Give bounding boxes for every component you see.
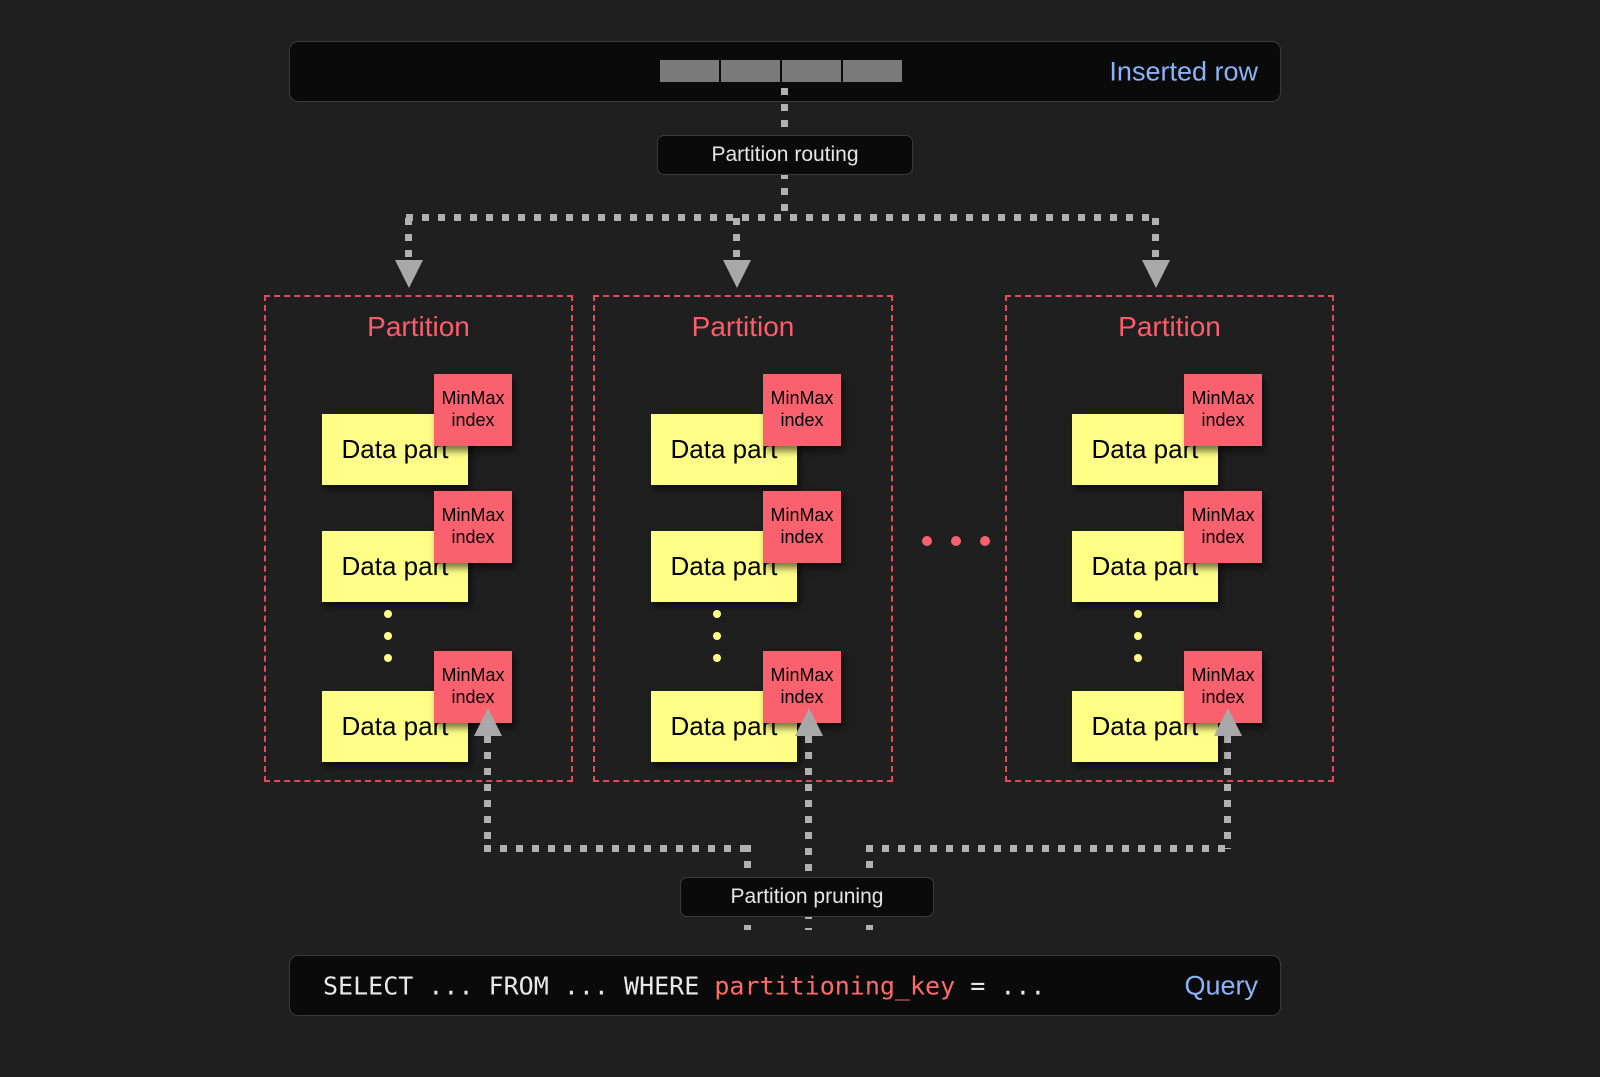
arrow-up-partition-2 (795, 708, 823, 736)
data-part-label: Data part (670, 551, 778, 581)
query-prefix: SELECT ... FROM ... WHERE (323, 971, 715, 1000)
partition-pruning-label: Partition pruning (730, 885, 884, 908)
connector-partition-3-to-pruning (866, 845, 1231, 852)
partition-routing-box[interactable]: Partition routing (657, 135, 913, 175)
data-part-label: Data part (341, 434, 449, 464)
minmax-index-line2: index (780, 410, 824, 430)
partition-title: Partition (367, 311, 470, 342)
minmax-index-line2: index (451, 410, 495, 430)
row-cell (660, 60, 719, 82)
data-part-label: Data part (1091, 434, 1199, 464)
partition-title: Partition (691, 311, 795, 342)
arrow-up-partition-3 (1214, 708, 1242, 736)
partition-title: Partition (1118, 311, 1221, 342)
minmax-index-line2: index (780, 687, 824, 707)
minmax-index-line2: index (1201, 527, 1245, 547)
data-parts-ellipsis (384, 610, 392, 676)
connector-routing-bus (406, 214, 1158, 221)
connector-bus-to-partition-1 (405, 218, 412, 266)
minmax-index-line1: MinMax (1191, 505, 1255, 526)
ellipsis-dot (980, 536, 990, 546)
ellipsis-dot (922, 536, 932, 546)
ellipsis-dot (713, 654, 721, 662)
row-cell (721, 60, 780, 82)
connector-routing-to-bus (781, 172, 788, 218)
connector-bus-to-partition-2 (733, 218, 740, 266)
query-text: SELECT ... FROM ... WHERE partitioning_k… (323, 971, 1045, 1000)
partition-box-2[interactable]: Partition Data part MinMax index Data pa… (593, 295, 893, 782)
ellipsis-dot (1134, 632, 1142, 640)
connector-partition-2-to-pruning (805, 736, 812, 930)
arrow-down-partition-1 (395, 260, 423, 288)
ellipsis-dot (713, 632, 721, 640)
connector-partition-3-riser (1224, 736, 1231, 849)
arrow-down-partition-3 (1142, 260, 1170, 288)
ellipsis-dot (384, 654, 392, 662)
data-part[interactable]: Data part (1072, 531, 1218, 602)
minmax-index-box[interactable]: MinMax index (1184, 374, 1262, 446)
data-parts-ellipsis (713, 610, 721, 676)
ellipsis-dot (951, 536, 961, 546)
minmax-index-box[interactable]: MinMax index (434, 374, 512, 446)
minmax-index-line2: index (1201, 410, 1245, 430)
minmax-index-line2: index (451, 687, 495, 707)
row-cell (843, 60, 902, 82)
data-part-label: Data part (1091, 551, 1199, 581)
connector-partition-1-to-pruning (484, 845, 750, 852)
connector-bus-to-partition-3 (1152, 218, 1159, 266)
minmax-index-line1: MinMax (441, 665, 505, 686)
data-part[interactable]: Data part (322, 531, 468, 602)
minmax-index-line1: MinMax (441, 505, 505, 526)
minmax-index-line1: MinMax (1191, 665, 1255, 686)
ellipsis-dot (384, 632, 392, 640)
row-cell (782, 60, 841, 82)
ellipsis-dot (1134, 610, 1142, 618)
query-label: Query (1184, 970, 1258, 1000)
ellipsis-dot (1134, 654, 1142, 662)
partition-box-1[interactable]: Partition Data part MinMax index Data pa… (264, 295, 573, 782)
partition-routing-label: Partition routing (711, 143, 859, 166)
query-partitioning-key: partitioning_key (714, 971, 956, 1000)
minmax-index-line1: MinMax (441, 388, 505, 409)
ellipsis-dot (713, 610, 721, 618)
minmax-index-box[interactable]: MinMax index (763, 374, 841, 446)
minmax-index-box[interactable]: MinMax index (1184, 491, 1262, 563)
minmax-index-line1: MinMax (1191, 388, 1255, 409)
minmax-index-box[interactable]: MinMax index (434, 491, 512, 563)
connector-partition-1-riser (484, 736, 491, 849)
data-parts-ellipsis (1134, 610, 1142, 676)
arrow-down-partition-2 (723, 260, 751, 288)
data-part-label: Data part (1091, 711, 1199, 741)
query-suffix: = ... (955, 971, 1046, 1000)
minmax-index-line2: index (780, 527, 824, 547)
inserted-row-cells (660, 60, 902, 82)
data-part-label: Data part (670, 711, 778, 741)
minmax-index-line1: MinMax (770, 505, 834, 526)
ellipsis-dot (384, 610, 392, 618)
arrow-up-partition-1 (474, 708, 502, 736)
minmax-index-line2: index (1201, 687, 1245, 707)
minmax-index-line2: index (451, 527, 495, 547)
partition-pruning-box[interactable]: Partition pruning (680, 877, 934, 917)
data-part[interactable]: Data part (322, 691, 468, 762)
minmax-index-line1: MinMax (770, 665, 834, 686)
data-part[interactable]: Data part (651, 414, 797, 485)
connector-row-to-routing (781, 88, 788, 138)
partitions-ellipsis (922, 536, 990, 546)
minmax-index-box[interactable]: MinMax index (763, 491, 841, 563)
data-part-label: Data part (341, 711, 449, 741)
inserted-row-label: Inserted row (1109, 56, 1258, 86)
minmax-index-line1: MinMax (770, 388, 834, 409)
query-band: SELECT ... FROM ... WHERE partitioning_k… (289, 955, 1281, 1016)
data-part-label: Data part (341, 551, 449, 581)
partition-box-3[interactable]: Partition Data part MinMax index Data pa… (1005, 295, 1334, 782)
data-part-label: Data part (670, 434, 778, 464)
inserted-row-band: Inserted row (289, 41, 1281, 102)
